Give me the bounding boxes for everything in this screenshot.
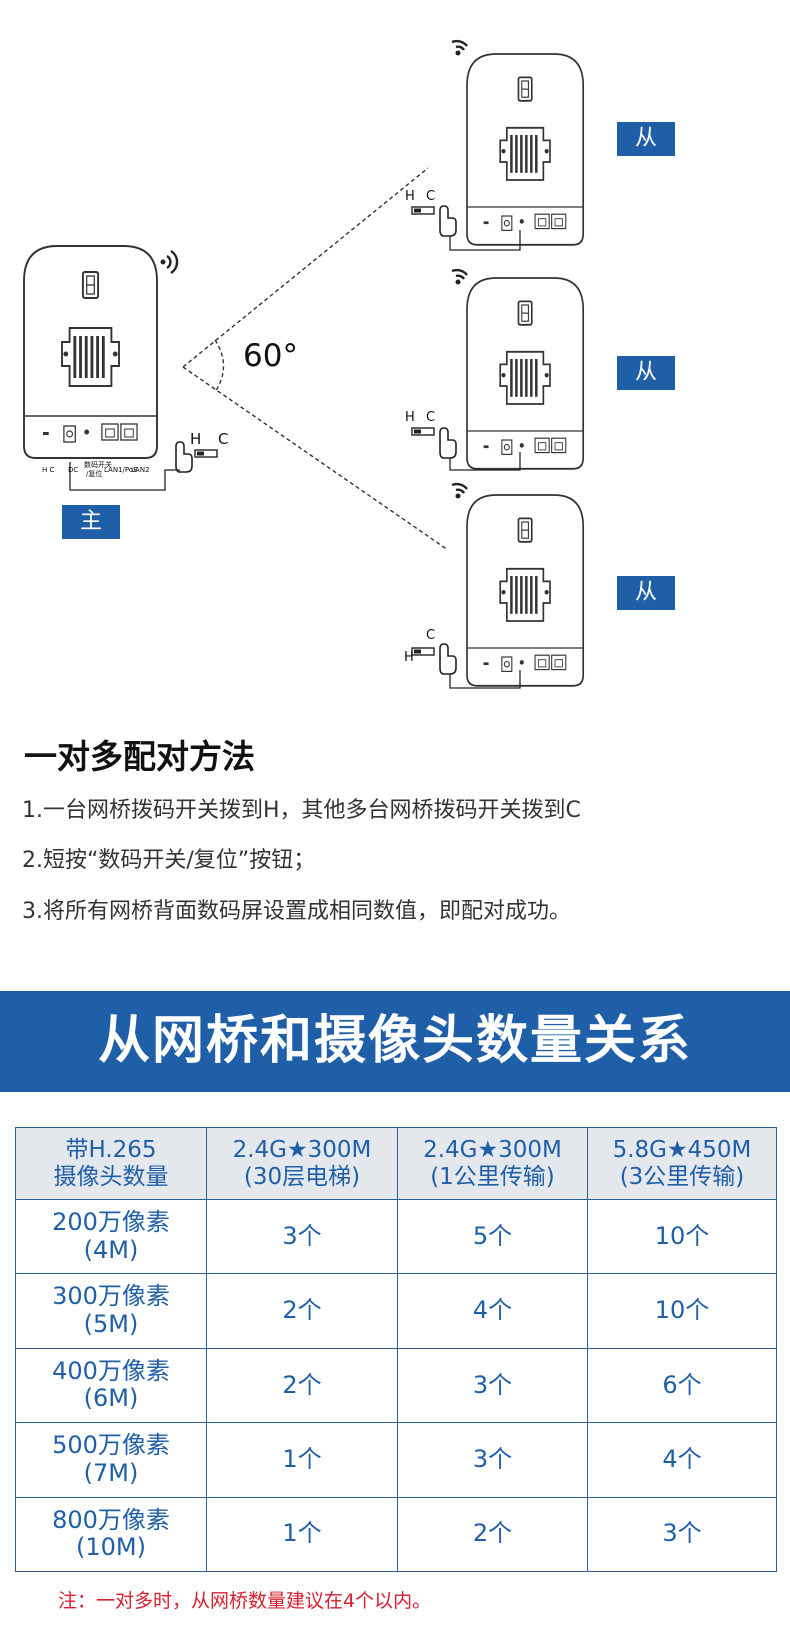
value-cell: 10个 <box>587 1273 777 1349</box>
section-banner: 从网桥和摄像头数量关系 <box>0 991 790 1092</box>
pairing-method-title: 一对多配对方法 <box>24 737 255 776</box>
slave-bridge-device-3 <box>411 482 585 689</box>
value-cell: 1个 <box>206 1422 398 1498</box>
row-header-cell: 500万像素 (7M) <box>15 1422 207 1498</box>
row-line1: 400万像素 <box>52 1356 170 1385</box>
row-line1: 200万像素 <box>52 1208 170 1237</box>
table-row: 800万像素 (10M) 1个 2个 3个 <box>15 1496 777 1573</box>
switch-h-label: H <box>404 650 414 665</box>
master-tag: 主 <box>62 505 120 539</box>
row-line2: (4M) <box>83 1235 139 1264</box>
header-line2: (3公里传输) <box>619 1163 745 1190</box>
value-cell: 4个 <box>397 1273 588 1349</box>
header-cell: 2.4G★300M (1公里传输) <box>397 1127 588 1200</box>
table-header-row: 带H.265 摄像头数量 2.4G★300M (30层电梯) 2.4G★300M… <box>15 1127 777 1200</box>
switch-h-label: H <box>405 410 415 425</box>
value-cell: 2个 <box>206 1273 398 1349</box>
header-line1: 带H.265 <box>65 1137 157 1164</box>
header-line2: (1公里传输) <box>430 1163 555 1190</box>
row-line1: 800万像素 <box>52 1505 170 1534</box>
row-line2: (7M) <box>83 1458 139 1487</box>
row-line1: 300万像素 <box>52 1282 170 1311</box>
pairing-step-3: 3.将所有网桥背面数码屏设置成相同数值，即配对成功。 <box>22 899 571 924</box>
table-row: 500万像素 (7M) 1个 3个 4个 <box>15 1422 777 1498</box>
value-cell: 3个 <box>206 1198 398 1275</box>
table-row: 300万像素 (5M) 2个 4个 10个 <box>15 1273 777 1349</box>
slave-bridge-device-1 <box>411 39 585 251</box>
header-line1: 5.8G★450M <box>612 1137 752 1164</box>
header-line2: 摄像头数量 <box>53 1163 169 1190</box>
header-line2: (30层电梯) <box>243 1163 361 1190</box>
value-cell: 1个 <box>206 1496 398 1573</box>
header-cell: 带H.265 摄像头数量 <box>15 1127 207 1200</box>
angle-label: 60° <box>243 338 298 374</box>
header-line1: 2.4G★300M <box>232 1137 372 1164</box>
table-row: 200万像素 (4M) 3个 5个 10个 <box>15 1198 777 1275</box>
value-cell: 2个 <box>206 1347 398 1424</box>
slave-tag-3: 从 <box>617 576 675 610</box>
value-cell: 6个 <box>587 1347 777 1424</box>
pairing-diagram <box>23 39 585 689</box>
port-label-code-switch: 数码开关 <box>84 461 112 469</box>
header-cell: 5.8G★450M (3公里传输) <box>587 1127 777 1200</box>
slave-tag-2: 从 <box>617 356 675 390</box>
port-label-hc: H C <box>42 466 55 474</box>
table-row: 400万像素 (6M) 2个 3个 6个 <box>15 1347 777 1424</box>
port-label-lan1: LAN1/PoE <box>104 466 138 474</box>
pairing-step-1: 1.一台网桥拨码开关拨到H，其他多台网桥拨码开关拨到C <box>22 798 581 823</box>
value-cell: 5个 <box>397 1198 588 1275</box>
port-label-reset: /复位 <box>86 470 103 478</box>
row-header-cell: 200万像素 (4M) <box>15 1198 207 1275</box>
slave-bridge-device-2 <box>411 268 585 471</box>
footnote: 注：一对多时，从网桥数量建议在4个以内。 <box>58 1590 432 1612</box>
row-header-cell: 400万像素 (6M) <box>15 1347 207 1424</box>
camera-quantity-table: 带H.265 摄像头数量 2.4G★300M (30层电梯) 2.4G★300M… <box>15 1127 777 1573</box>
row-header-cell: 800万像素 (10M) <box>15 1496 207 1573</box>
pairing-step-2: 2.短按“数码开关/复位”按钮； <box>22 848 316 873</box>
switch-h-label: H <box>190 430 202 448</box>
value-cell: 10个 <box>587 1198 777 1275</box>
switch-c-label: C <box>426 628 436 643</box>
angle-rays <box>182 167 449 551</box>
switch-h-label: H <box>405 189 415 204</box>
port-label-lan2: LAN2 <box>131 466 150 474</box>
port-label-dc: DC <box>68 466 79 474</box>
master-bridge-device <box>23 245 218 491</box>
value-cell: 3个 <box>587 1496 777 1573</box>
value-cell: 4个 <box>587 1422 777 1498</box>
switch-c-label: C <box>218 430 229 448</box>
row-line2: (5M) <box>83 1310 139 1339</box>
value-cell: 2个 <box>397 1496 588 1573</box>
value-cell: 3个 <box>397 1422 588 1498</box>
header-line1: 2.4G★300M <box>423 1137 562 1164</box>
switch-c-label: C <box>426 189 436 204</box>
row-line2: (10M) <box>76 1533 146 1562</box>
slave-tag-1: 从 <box>617 122 675 156</box>
row-header-cell: 300万像素 (5M) <box>15 1273 207 1349</box>
switch-c-label: C <box>426 410 436 425</box>
row-line1: 500万像素 <box>52 1431 170 1460</box>
row-line2: (6M) <box>83 1384 139 1413</box>
header-cell: 2.4G★300M (30层电梯) <box>206 1127 398 1200</box>
value-cell: 3个 <box>397 1347 588 1424</box>
